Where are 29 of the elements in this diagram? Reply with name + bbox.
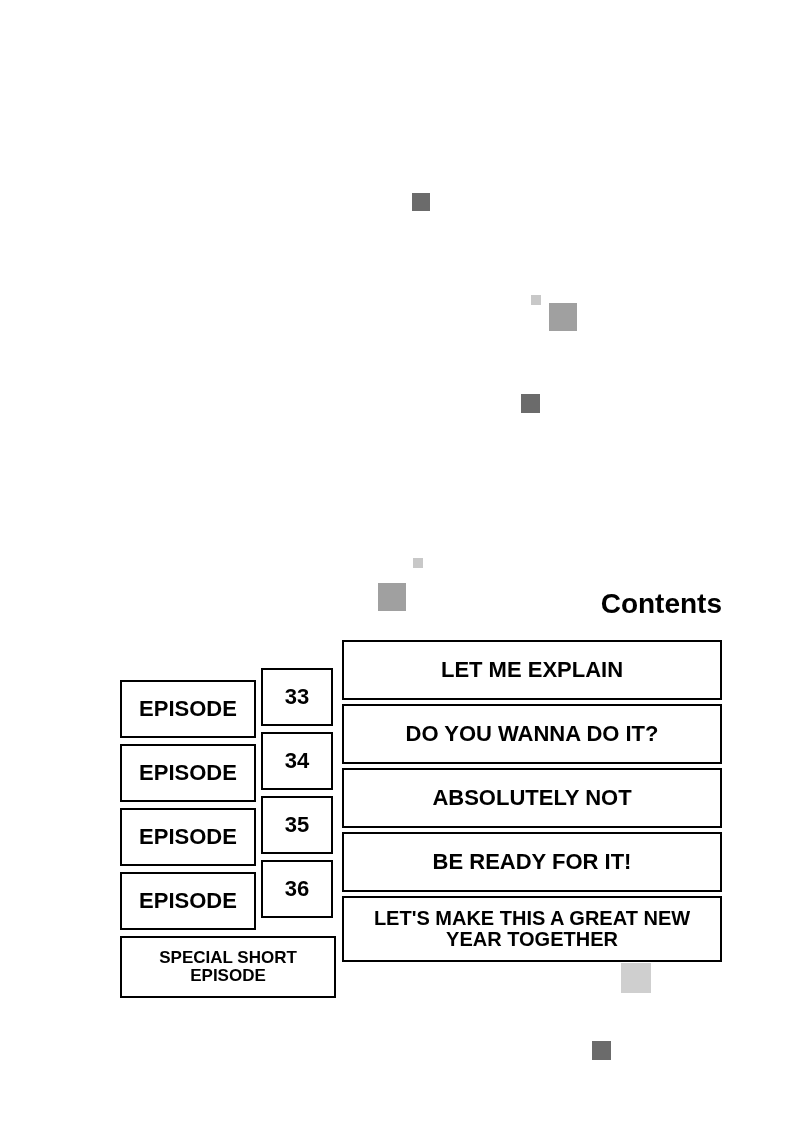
contents-box [120, 808, 256, 866]
contents-box [342, 896, 722, 962]
box-text: LET'S MAKE THIS A GREAT NEW YEAR TOGETHER [372, 908, 692, 950]
box-text: LET ME EXPLAIN [440, 658, 624, 682]
box-text: BE READY FOR IT! [432, 850, 632, 874]
box-text: ABSOLUTELY NOT [432, 786, 632, 810]
contents-box [261, 668, 333, 726]
box-text: EPISODE [139, 825, 237, 849]
contents-box [342, 640, 722, 700]
contents-box [342, 832, 722, 892]
contents-box [342, 768, 722, 828]
box-text: EPISODE [139, 761, 237, 785]
box-text: 36 [284, 877, 310, 901]
box-text: 35 [284, 813, 310, 837]
contents-box [120, 936, 336, 998]
box-text: 34 [284, 749, 310, 773]
contents-box [261, 860, 333, 918]
contents-box [261, 796, 333, 854]
contents-box [120, 680, 256, 738]
box-text: DO YOU WANNA DO IT? [405, 722, 659, 746]
box-text: 33 [284, 685, 310, 709]
box-text: EPISODE [139, 889, 237, 913]
contents-box [342, 704, 722, 764]
contents-box [120, 872, 256, 930]
box-text: SPECIAL SHORT EPISODE [158, 949, 298, 985]
contents-box [120, 744, 256, 802]
contents-box [261, 732, 333, 790]
box-text: EPISODE [139, 697, 237, 721]
contents-title: Contents [600, 590, 722, 618]
